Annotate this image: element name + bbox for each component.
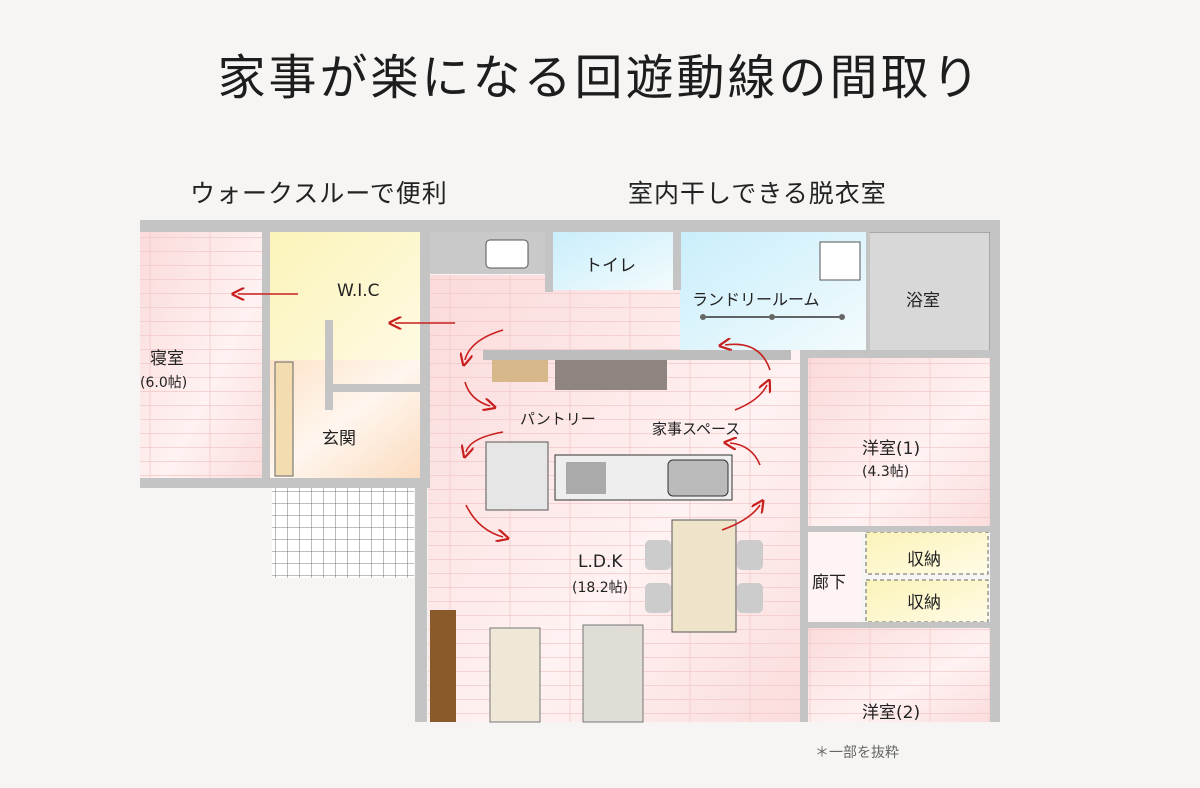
flow-arrows — [238, 294, 770, 537]
excerpt-note: ＊一部を抜粋 — [815, 745, 899, 761]
room-ldk: L.D.K — [578, 552, 623, 572]
room-western2: 洋室(2) — [862, 703, 921, 723]
walls — [140, 220, 1000, 722]
room-bath: 浴室 — [906, 291, 940, 311]
room-housework-space: 家事スペース — [652, 420, 741, 438]
room-laundry: ランドリールーム — [692, 290, 820, 309]
room-wic: W.I.C — [337, 281, 380, 301]
room-western1: 洋室(1) — [862, 439, 921, 459]
room-pantry: パントリー — [520, 410, 596, 428]
room-bedroom: 寝室 — [150, 349, 184, 369]
room-bedroom-size: (6.0帖) — [140, 375, 188, 391]
room-storage-2: 収納 — [907, 593, 941, 613]
room-ldk-size: (18.2帖) — [572, 580, 629, 596]
callout-walkthrough: ウォークスルーで便利 — [190, 179, 448, 208]
room-storage-1: 収納 — [907, 550, 941, 570]
room-toilet: トイレ — [585, 256, 636, 276]
callout-laundry: 室内干しできる脱衣室 — [628, 179, 887, 208]
room-entrance: 玄関 — [322, 429, 356, 449]
page-title: 家事が楽になる回遊動線の間取り — [217, 50, 983, 106]
room-corridor: 廊下 — [812, 573, 846, 593]
room-western1-size: (4.3帖) — [862, 464, 910, 480]
fixtures — [274, 241, 861, 723]
